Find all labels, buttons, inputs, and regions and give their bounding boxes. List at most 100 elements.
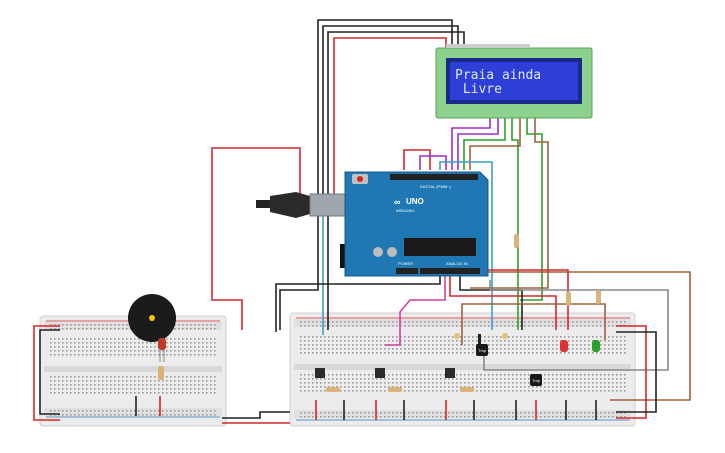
breadboard-hole: [416, 386, 418, 388]
breadboard-hole: [194, 354, 196, 356]
breadboard-hole: [484, 374, 486, 376]
breadboard-hole: [300, 348, 302, 350]
breadboard-hole: [592, 352, 594, 354]
breadboard-hole: [600, 386, 602, 388]
breadboard-hole: [214, 388, 216, 390]
breadboard-hole: [54, 350, 56, 352]
breadboard-hole: [416, 321, 418, 323]
breadboard-hole: [332, 348, 334, 350]
breadboard-hole: [536, 390, 538, 392]
breadboard-hole: [118, 384, 120, 386]
breadboard-hole: [616, 374, 618, 376]
breadboard-hole: [460, 386, 462, 388]
breadboard-hole: [416, 416, 418, 418]
breadboard-hole: [356, 321, 358, 323]
breadboard-hole: [464, 325, 466, 327]
breadboard-hole: [488, 348, 490, 350]
breadboard-hole: [432, 352, 434, 354]
breadboard-hole: [448, 336, 450, 338]
breadboard-hole: [114, 338, 116, 340]
breadboard-hole: [600, 325, 602, 327]
breadboard-hole: [608, 390, 610, 392]
breadboard-hole: [316, 352, 318, 354]
breadboard-hole: [122, 392, 124, 394]
breadboard-hole: [460, 412, 462, 414]
breadboard-hole: [372, 416, 374, 418]
breadboard-hole: [170, 388, 172, 390]
breadboard-hole: [412, 321, 414, 323]
breadboard-hole: [214, 328, 216, 330]
breadboard-hole: [408, 352, 410, 354]
breadboard-hole: [170, 376, 172, 378]
breadboard-hole: [524, 352, 526, 354]
breadboard-hole: [134, 350, 136, 352]
breadboard-hole: [90, 392, 92, 394]
breadboard-hole: [424, 325, 426, 327]
breadboard-hole: [82, 350, 84, 352]
breadboard-hole: [94, 342, 96, 344]
breadboard-hole: [174, 346, 176, 348]
breadboard-hole: [54, 346, 56, 348]
breadboard-hole: [186, 376, 188, 378]
breadboard-hole: [560, 325, 562, 327]
breadboard-hole: [134, 342, 136, 344]
breadboard-hole: [528, 340, 530, 342]
wire-black-right-rail: [616, 331, 657, 413]
breadboard-hole: [512, 325, 514, 327]
breadboard-hole: [508, 416, 510, 418]
breadboard-hole: [58, 350, 60, 352]
breadboard-hole: [444, 325, 446, 327]
breadboard-hole: [210, 388, 212, 390]
breadboard-hole: [206, 338, 208, 340]
breadboard-hole: [468, 374, 470, 376]
breadboard-hole: [552, 382, 554, 384]
breadboard-hole: [360, 374, 362, 376]
breadboard-hole: [516, 352, 518, 354]
breadboard-hole: [496, 390, 498, 392]
breadboard-hole: [364, 325, 366, 327]
breadboard-hole: [544, 386, 546, 388]
breadboard-hole: [368, 374, 370, 376]
breadboard-hole: [150, 392, 152, 394]
breadboard-hole: [436, 378, 438, 380]
breadboard-hole: [146, 410, 148, 412]
breadboard-hole: [476, 374, 478, 376]
breadboard-hole: [436, 390, 438, 392]
breadboard-hole: [608, 412, 610, 414]
breadboard-hole: [568, 416, 570, 418]
breadboard-hole: [308, 386, 310, 388]
breadboard-hole: [420, 386, 422, 388]
breadboard-hole: [584, 374, 586, 376]
breadboard-hole: [548, 382, 550, 384]
breadboard-hole: [340, 416, 342, 418]
breadboard-hole: [368, 386, 370, 388]
breadboard-hole: [492, 390, 494, 392]
breadboard-hole: [158, 350, 160, 352]
breadboard-hole: [134, 376, 136, 378]
breadboard-hole: [608, 340, 610, 342]
breadboard-hole: [214, 324, 216, 326]
breadboard-hole: [106, 380, 108, 382]
breadboard-hole: [214, 346, 216, 348]
breadboard-hole: [540, 321, 542, 323]
breadboard-hole: [428, 390, 430, 392]
breadboard-hole: [384, 336, 386, 338]
breadboard-hole: [496, 321, 498, 323]
breadboard-hole: [564, 321, 566, 323]
button-3: [445, 368, 455, 378]
breadboard-hole: [98, 380, 100, 382]
breadboard-hole: [202, 392, 204, 394]
breadboard-hole: [460, 374, 462, 376]
breadboard-hole: [412, 412, 414, 414]
breadboard-hole: [50, 346, 52, 348]
breadboard-hole: [74, 350, 76, 352]
breadboard-hole: [166, 354, 168, 356]
breadboard-hole: [512, 340, 514, 342]
breadboard-hole: [158, 410, 160, 412]
breadboard-hole: [380, 352, 382, 354]
breadboard-hole: [94, 324, 96, 326]
breadboard-hole: [500, 382, 502, 384]
breadboard-hole: [432, 374, 434, 376]
breadboard-hole: [592, 416, 594, 418]
breadboard-hole: [504, 374, 506, 376]
